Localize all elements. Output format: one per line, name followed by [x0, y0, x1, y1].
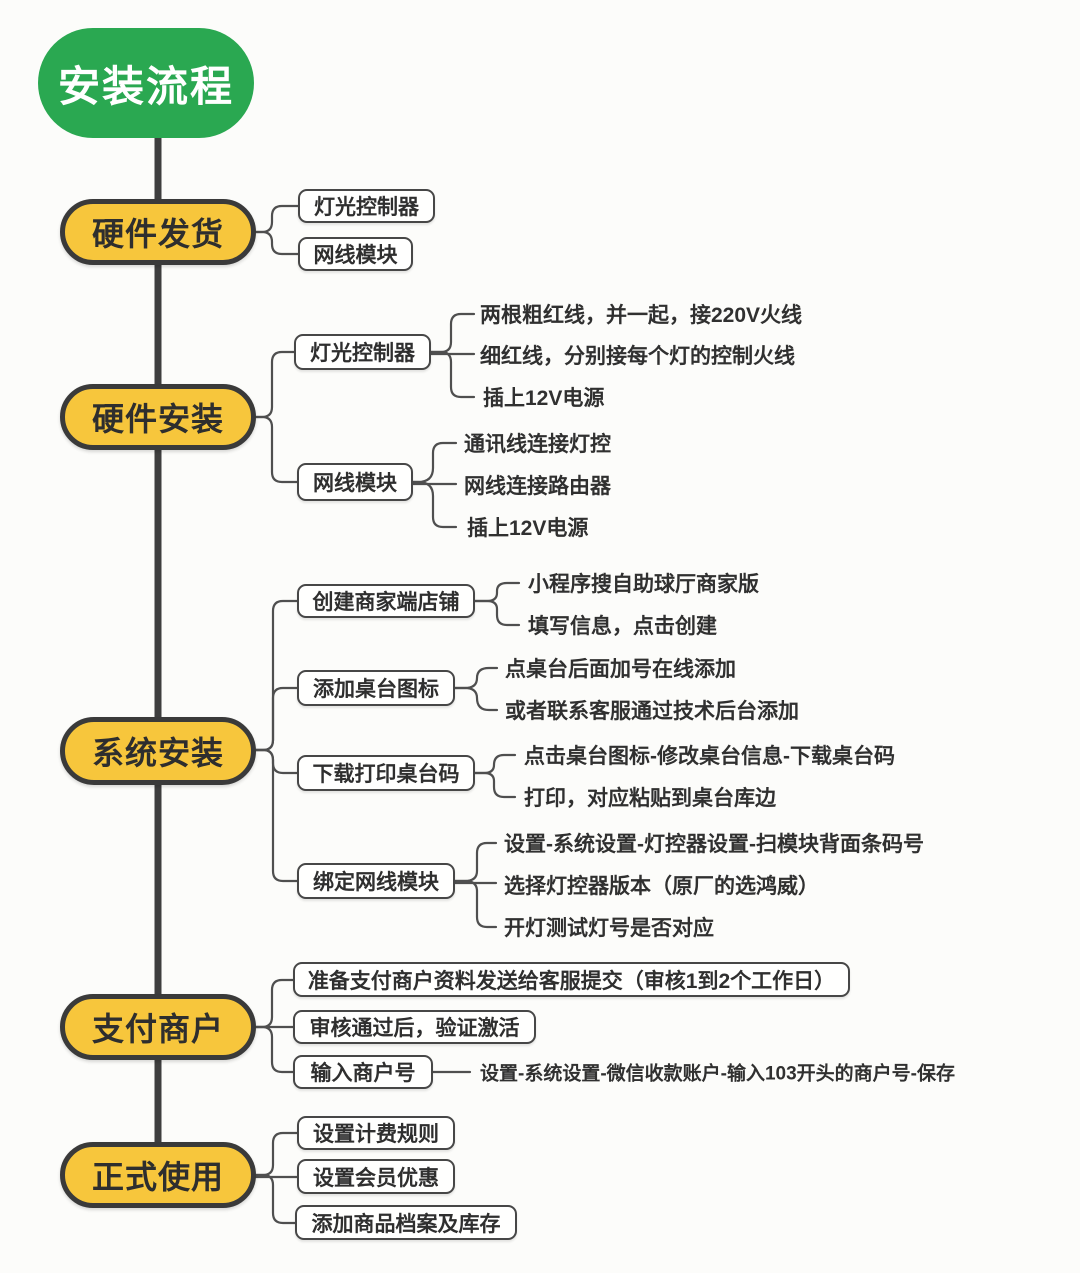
leaf-note: 设置-系统设置-灯控器设置-扫模块背面条码号	[504, 833, 924, 856]
leaf-note: 网线连接路由器	[464, 475, 611, 498]
child-box-download-print-table-code: 下载打印桌台码	[297, 755, 475, 791]
leaf-note: 点桌台后面加号在线添加	[505, 658, 736, 681]
child-box-add-table-icon: 添加桌台图标	[297, 670, 455, 706]
child-box-set-billing-rules: 设置计费规则	[297, 1116, 455, 1150]
leaf-note: 设置-系统设置-微信收款账户-输入103开头的商户号-保存	[480, 1063, 956, 1085]
leaf-note: 插上12V电源	[467, 517, 589, 540]
leaf-note: 小程序搜自助球厅商家版	[528, 573, 759, 596]
child-box-network-module: 网线模块	[298, 237, 413, 271]
leaf-note: 打印，对应粘贴到桌台库边	[524, 787, 776, 810]
child-box-bind-network-module: 绑定网线模块	[297, 863, 455, 899]
stage-node-official-use: 正式使用	[60, 1142, 256, 1208]
stage-node-system-install: 系统安装	[60, 717, 256, 785]
leaf-note: 或者联系客服通过技术后台添加	[505, 700, 799, 723]
leaf-note: 插上12V电源	[483, 387, 605, 410]
leaf-note: 选择灯控器版本（原厂的选鸿威）	[504, 875, 819, 898]
child-box-prepare-merchant-info: 准备支付商户资料发送给客服提交（审核1到2个工作日）	[293, 962, 850, 997]
leaf-note: 点击桌台图标-修改桌台信息-下载桌台码	[524, 745, 895, 768]
leaf-note: 两根粗红线，并一起，接220V火线	[480, 304, 803, 327]
leaf-note: 细红线，分别接每个灯的控制火线	[480, 345, 795, 368]
child-box-add-product-inventory: 添加商品档案及库存	[295, 1205, 517, 1240]
root-node-install-process: 安装流程	[38, 28, 254, 138]
child-box-network-module-install: 网线模块	[297, 463, 413, 501]
child-box-light-controller: 灯光控制器	[298, 189, 435, 223]
stage-node-hardware-install: 硬件安装	[60, 384, 256, 450]
child-box-verify-activate: 审核通过后，验证激活	[293, 1010, 536, 1044]
child-box-enter-merchant-id: 输入商户号	[293, 1055, 433, 1089]
child-box-set-member-discount: 设置会员优惠	[297, 1159, 455, 1194]
child-box-create-merchant-store: 创建商家端店铺	[297, 584, 475, 618]
leaf-note: 填写信息，点击创建	[528, 615, 717, 638]
child-box-light-controller-install: 灯光控制器	[294, 334, 431, 370]
stage-node-payment-merchant: 支付商户	[60, 994, 256, 1060]
leaf-note: 通讯线连接灯控	[464, 433, 611, 456]
stage-node-hardware-shipping: 硬件发货	[60, 199, 256, 265]
leaf-note: 开灯测试灯号是否对应	[504, 917, 714, 940]
